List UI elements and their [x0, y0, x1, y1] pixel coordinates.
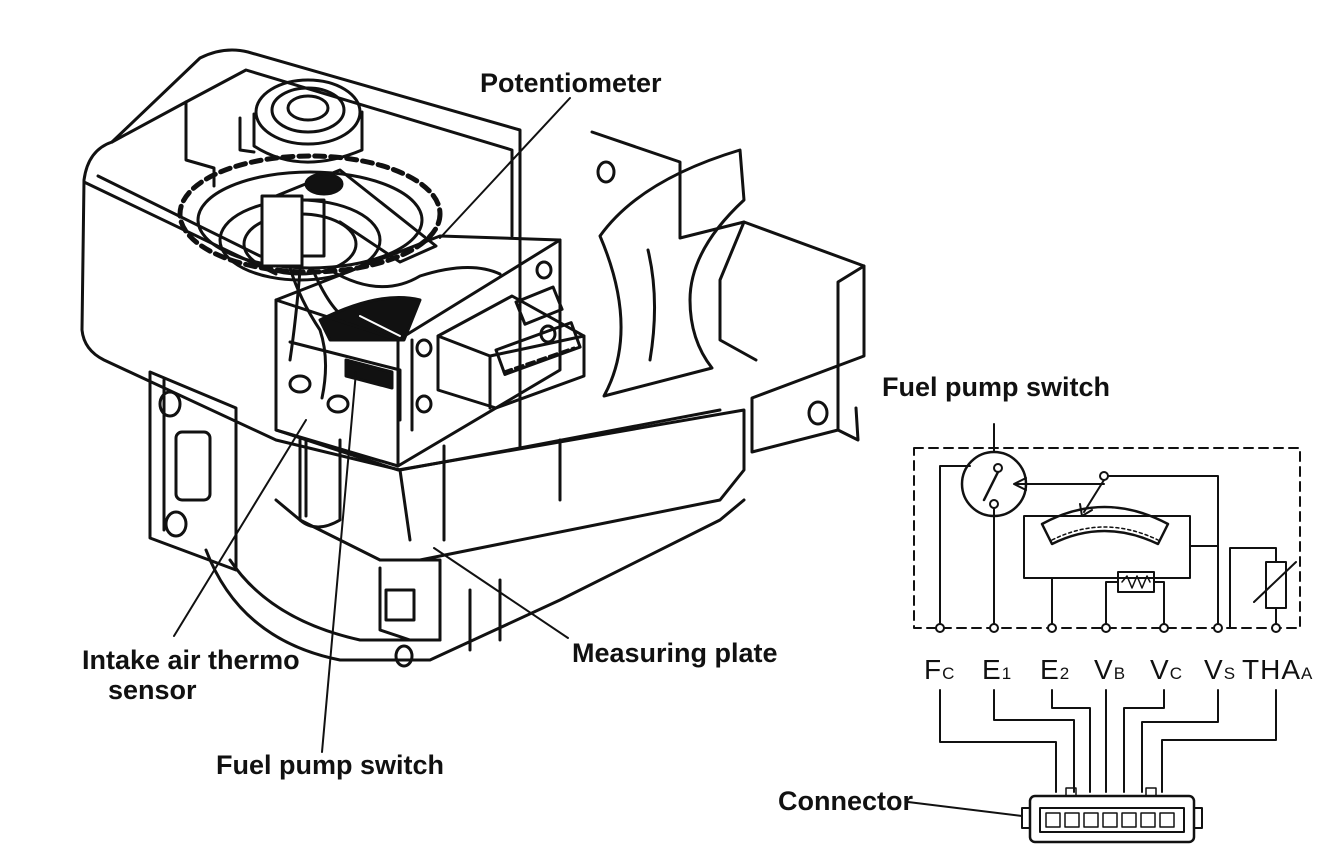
connector-wires: [939, 689, 1277, 793]
potentiometer-frame: [1023, 515, 1191, 579]
terminal-e1-main: E: [982, 654, 1002, 685]
terminal-fc-sub: C: [942, 664, 956, 683]
terminal-vc-sub: C: [1169, 664, 1183, 683]
airflow-meter-housing: [80, 48, 866, 668]
air-channel-arch: [598, 148, 746, 398]
mounting-bracket-right: [590, 130, 866, 454]
leader-connector: [907, 801, 1023, 817]
leader-fuel-pump-left: [321, 371, 357, 753]
terminal-vs-sub: S: [1223, 664, 1237, 683]
terminal-tha-main: THA: [1242, 654, 1301, 685]
housing-connector: [274, 234, 586, 468]
potentiometer-resistor: [1040, 505, 1170, 546]
terminal-e1-sub: 1: [1001, 664, 1013, 683]
thermistor: [1265, 561, 1287, 609]
label-intake-air-line1: Intake air thermo: [82, 645, 300, 675]
terminal-fc: FC: [924, 654, 955, 686]
leader-lines: [173, 97, 571, 753]
housing-top-outline: [80, 48, 522, 472]
housing-lower-frame: [204, 498, 746, 662]
label-fuel-pump-switch-left: Fuel pump switch: [216, 750, 445, 780]
label-measuring-plate: Measuring plate: [572, 638, 778, 668]
housing-body: [274, 308, 746, 562]
leader-intake-air: [173, 419, 307, 637]
rotor-flap: [318, 296, 422, 342]
terminal-vb-main: V: [1094, 654, 1114, 685]
terminal-vc: VC: [1150, 654, 1183, 686]
label-potentiometer: Potentiometer: [480, 68, 662, 98]
terminal-vb: VB: [1094, 654, 1126, 686]
housing-inner-rim: [184, 68, 514, 238]
terminal-vb-sub: B: [1113, 664, 1127, 683]
terminal-tha-sub: A: [1301, 664, 1314, 683]
internal-mechanism: [177, 78, 502, 400]
fixed-resistor: [1117, 571, 1155, 593]
gear-wheel: [177, 153, 443, 275]
terminal-e2-main: E: [1040, 654, 1060, 685]
label-intake-air-line2: sensor: [108, 675, 197, 705]
terminal-e1: E1: [982, 654, 1012, 686]
leader-measuring-plate: [433, 547, 569, 639]
terminal-fc-main: F: [924, 654, 943, 685]
circuit-schematic: [907, 423, 1301, 844]
label-connector: Connector: [778, 786, 913, 816]
terminal-vs-main: V: [1204, 654, 1224, 685]
spiral-spring: [254, 78, 362, 146]
terminal-tha: THAA: [1242, 654, 1313, 686]
label-fuel-pump-switch-right: Fuel pump switch: [882, 372, 1111, 402]
terminal-vs: VS: [1204, 654, 1236, 686]
terminal-e2: E2: [1040, 654, 1070, 686]
connector-symbol: [1021, 787, 1203, 844]
terminal-e2-sub: 2: [1059, 664, 1071, 683]
terminal-vc-main: V: [1150, 654, 1170, 685]
leader-potentiometer: [439, 97, 571, 239]
shaft-column: [298, 438, 342, 529]
